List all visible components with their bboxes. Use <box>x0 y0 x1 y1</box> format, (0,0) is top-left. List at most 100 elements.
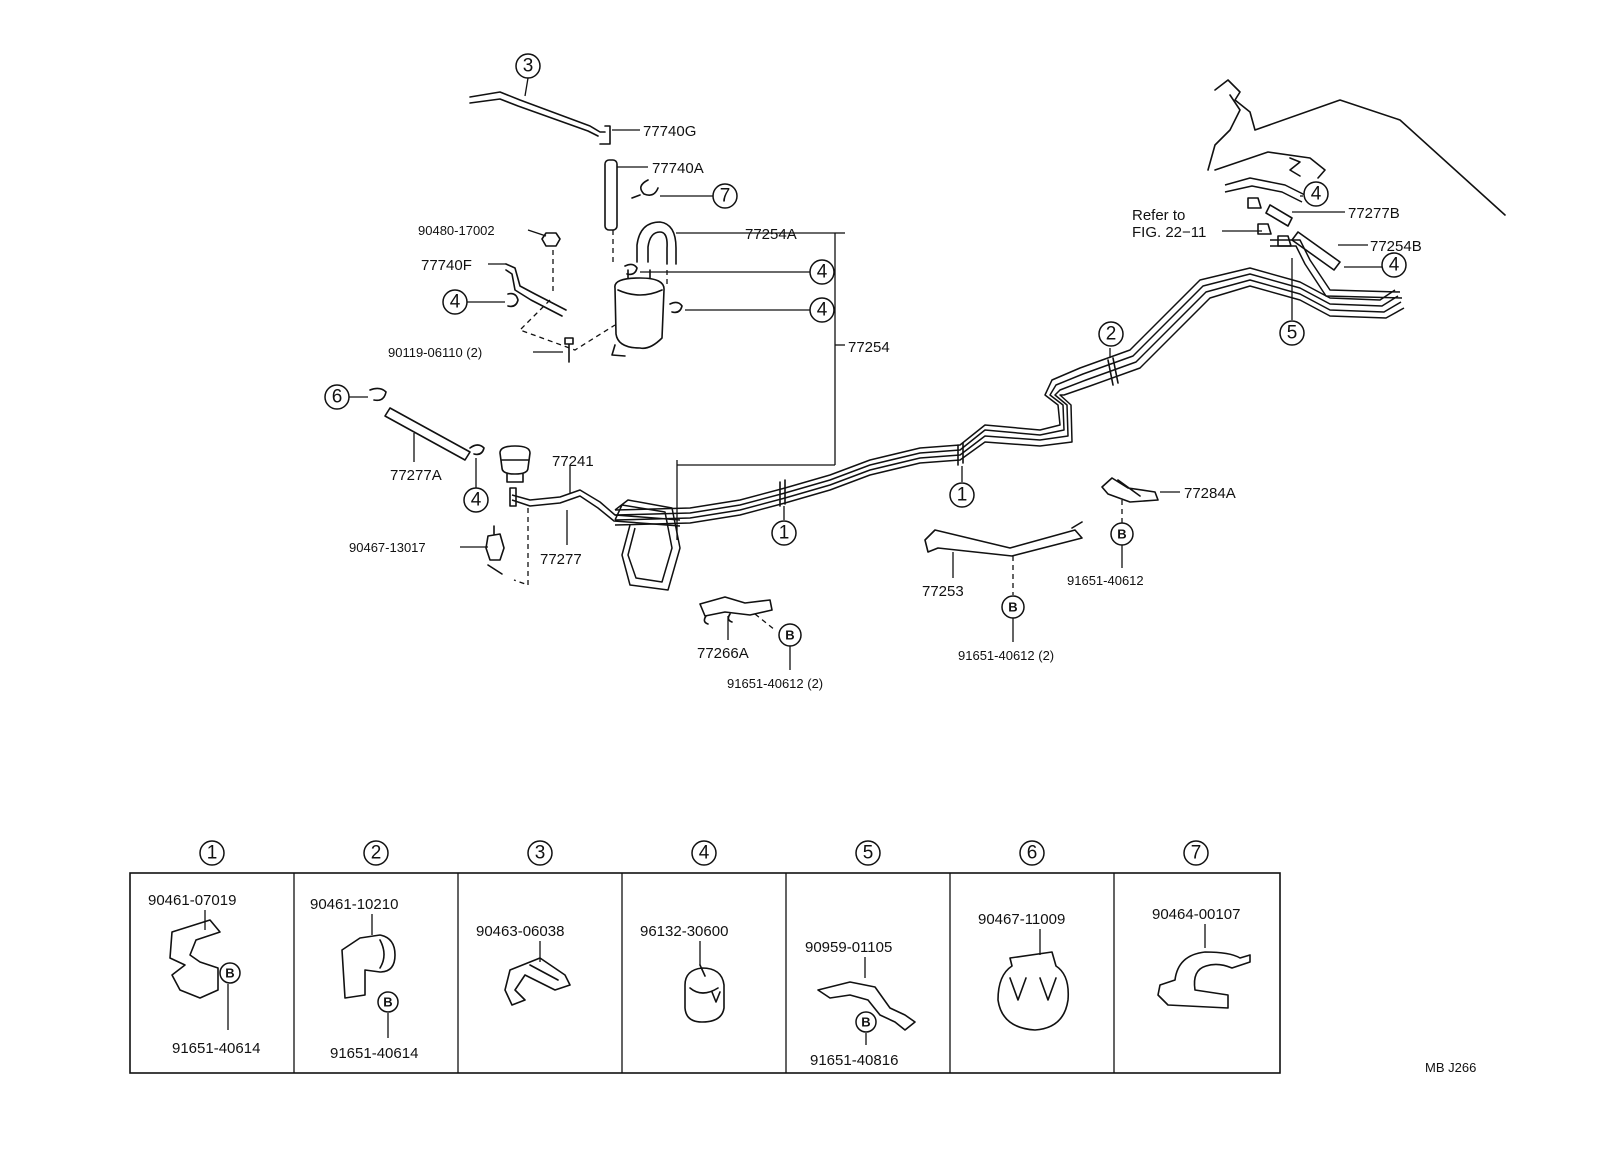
label-77277A: 77277A <box>390 467 442 484</box>
callout-4-d-num: 4 <box>471 490 482 511</box>
legend-header-7: 7 <box>1183 840 1209 866</box>
label-77254B: 77254B <box>1370 238 1422 255</box>
bracket-77266A <box>699 596 773 625</box>
label-refer-1: Refer to <box>1132 207 1185 224</box>
legend-7-part: 90464-00107 <box>1152 906 1240 923</box>
label-77740A: 77740A <box>652 160 704 177</box>
callout-1-a-num: 1 <box>779 523 790 544</box>
callout-b-2-letter: B <box>1008 600 1017 615</box>
svg-text:6: 6 <box>1027 843 1038 864</box>
svg-text:5: 5 <box>863 843 874 864</box>
clamp-6-illustration <box>997 951 1070 1031</box>
clamp-7-illustration <box>1157 951 1251 1009</box>
callout-5-num: 5 <box>1287 323 1298 344</box>
svg-text:1: 1 <box>207 843 218 864</box>
label-77254: 77254 <box>848 339 890 356</box>
legend-header-5: 5 <box>855 840 881 866</box>
callout-4-d <box>463 487 489 513</box>
svg-text:4: 4 <box>699 843 710 864</box>
clip-90467-13017 <box>485 525 505 575</box>
pipe-loop <box>614 499 681 591</box>
callout-b-3-letter: B <box>1117 527 1126 542</box>
legend-3-part: 90463-06038 <box>476 923 564 940</box>
callout-6-num: 6 <box>332 387 343 408</box>
clamp-4-illustration <box>684 964 725 1023</box>
label-77277B: 77277B <box>1348 205 1400 222</box>
legend-4-part: 96132-30600 <box>640 923 728 940</box>
callout-3-num: 3 <box>523 56 534 77</box>
callout-7-num: 7 <box>720 186 731 207</box>
hose-77277A <box>384 407 471 461</box>
legend-5-bolt: 91651-40816 <box>810 1052 898 1069</box>
clamp-5-illustration <box>817 981 916 1031</box>
hose-77740A <box>604 159 618 231</box>
hose-77254A <box>636 221 677 265</box>
legend-5-part: 90959-01105 <box>805 939 892 956</box>
label-90119-06110: 90119-06110 (2) <box>388 345 482 360</box>
legend-header-4: 4 <box>691 840 717 866</box>
cap <box>499 445 531 483</box>
callout-1-b <box>949 482 975 508</box>
clamp-1-illustration <box>169 919 221 999</box>
bolt-90119 <box>564 337 574 363</box>
legend-6-part: 90467-11009 <box>978 911 1065 928</box>
legend-2-part: 90461-10210 <box>310 896 398 913</box>
legend-2-bolt: 91651-40614 <box>330 1045 418 1062</box>
label-77277: 77277 <box>540 551 582 568</box>
label-91651-40612-c: 91651-40612 <box>1067 573 1144 588</box>
label-77284A: 77284A <box>1184 485 1236 502</box>
label-refer-2: FIG. 22−11 <box>1132 224 1206 241</box>
bracket-77253 <box>924 521 1083 557</box>
callout-2 <box>1098 321 1124 347</box>
svg-text:7: 7 <box>1191 843 1202 864</box>
label-91651-40612-a: 91651-40612 (2) <box>727 676 823 691</box>
label-77740F: 77740F <box>421 257 472 274</box>
label-90467-13017: 90467-13017 <box>349 540 426 555</box>
callout-2-num: 2 <box>1106 324 1117 345</box>
label-91651-40612-b: 91651-40612 (2) <box>958 648 1054 663</box>
label-77253: 77253 <box>922 583 964 600</box>
callout-4-e-num: 4 <box>1311 184 1322 205</box>
legend-1-bolt: 91651-40614 <box>172 1040 260 1057</box>
hose-77254B <box>1291 231 1341 271</box>
engine-outline <box>1207 79 1506 216</box>
legend-header-2: 2 <box>363 840 389 866</box>
hose-77277B <box>1265 204 1293 227</box>
callout-4-e <box>1303 181 1329 207</box>
callout-4-b-num: 4 <box>817 262 828 283</box>
pipe-77740F <box>505 263 567 317</box>
callout-1-b-num: 1 <box>957 485 968 506</box>
label-77740G: 77740G <box>643 123 696 140</box>
callout-1-a <box>771 520 797 546</box>
figure-code: MB J266 <box>1425 1060 1476 1075</box>
label-77266A: 77266A <box>697 645 749 662</box>
legend-header-6: 6 <box>1019 840 1045 866</box>
vent-pipe-77740G <box>469 91 611 145</box>
label-77254A: 77254A <box>745 226 797 243</box>
legend-5-b: B <box>861 1015 870 1030</box>
legend-1-part: 90461-07019 <box>148 892 236 909</box>
callout-b-1-letter: B <box>785 628 794 643</box>
svg-text:2: 2 <box>371 843 382 864</box>
callout-4-c-num: 4 <box>817 300 828 321</box>
clamp-7-part <box>631 179 659 199</box>
callout-4-f <box>1381 252 1407 278</box>
label-77241: 77241 <box>552 453 594 470</box>
nut-90480 <box>541 232 561 247</box>
canister <box>611 269 665 357</box>
callout-4-a-num: 4 <box>450 292 461 313</box>
callout-7 <box>712 183 738 209</box>
clamp-3-illustration <box>504 957 571 1006</box>
label-90480-17002: 90480-17002 <box>418 223 495 238</box>
svg-text:3: 3 <box>535 843 546 864</box>
legend-2-b: B <box>383 995 392 1010</box>
legend-header-1: 1 <box>199 840 225 866</box>
legend-header-3: 3 <box>527 840 553 866</box>
clamp-legend-table <box>129 872 1281 1074</box>
clamp-2-illustration <box>341 934 396 999</box>
callout-5 <box>1279 320 1305 346</box>
callout-4-f-num: 4 <box>1389 255 1400 276</box>
pipe-bundle-77254 <box>614 267 1405 526</box>
bracket-77284A <box>1101 477 1159 503</box>
